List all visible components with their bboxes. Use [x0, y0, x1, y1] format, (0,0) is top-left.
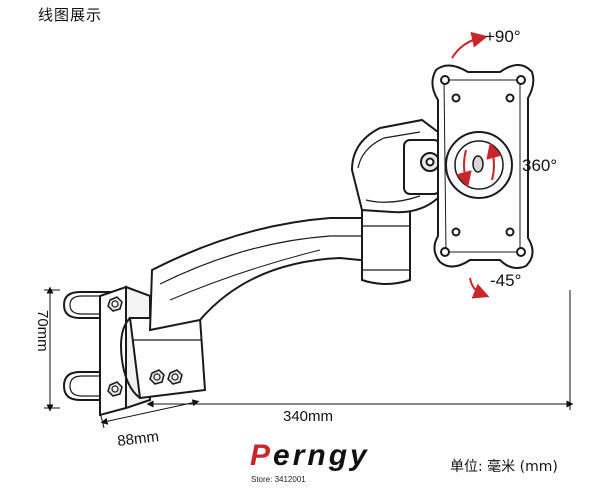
store-number: Store: 3412001 [251, 475, 306, 484]
brand-logo: Perngy [250, 439, 370, 473]
rotate-arrow-right [486, 142, 502, 181]
brand-rest: erngy [273, 439, 370, 472]
vesa-plate [431, 64, 535, 269]
upper-arm [350, 118, 441, 214]
unit-label: 单位: 毫米 (mm) [450, 459, 558, 475]
clamp-width-dimension [100, 399, 200, 425]
upper-u-bolt [62, 291, 118, 319]
page-title: 线图展示 [38, 6, 103, 24]
height-label: 70mm [34, 310, 51, 352]
rotate-arrow-left [456, 149, 472, 188]
tilt-up-arrow [451, 31, 488, 59]
tilt-down-label: -45° [490, 271, 521, 290]
lower-arm [148, 209, 411, 332]
base-bracket [120, 317, 207, 400]
clamp-width-label: 88mm [116, 428, 159, 450]
tilt-up-label: +90° [485, 27, 521, 46]
tilt-down-arrow [469, 277, 490, 299]
lower-u-bolt [62, 371, 118, 401]
dimension-lines [44, 286, 574, 429]
rotate-label: 360° [522, 156, 557, 175]
arm-length-label: 340mm [283, 408, 333, 425]
brand-first-letter: P [250, 439, 274, 472]
pole-clamp [62, 291, 118, 401]
rotation-arrows [451, 31, 502, 299]
